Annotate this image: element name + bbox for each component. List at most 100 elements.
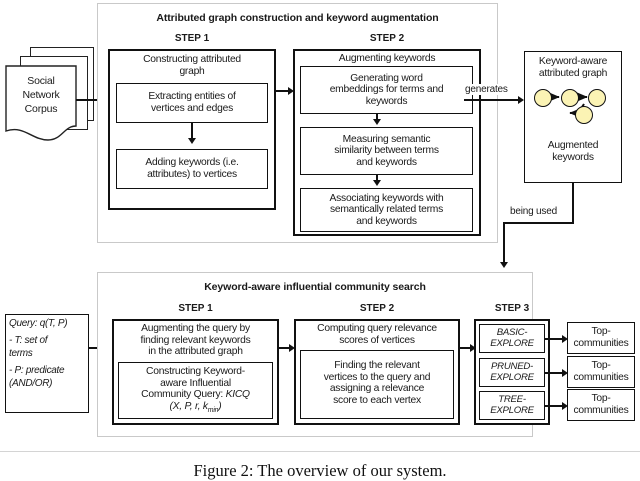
top-step1-subbox-2-line1: Adding keywords (i.e. [145, 157, 239, 169]
top-panel-title: Attributed graph construction and keywor… [156, 12, 439, 24]
top-step1-subbox-1-line2: vertices and edges [151, 103, 233, 114]
bottom-step1-subbox-line3: Community Query: KICQ [119, 389, 272, 401]
output-top-communities-3: Top- communities [567, 389, 635, 421]
algorithm-pruned-explore[interactable]: PRUNED- EXPLORE [479, 358, 545, 387]
query-title: Query: q(T, P) [9, 318, 87, 330]
top-step2-connector-2-line [376, 175, 378, 183]
bottom-step2-heading-line2: scores of vertices [339, 334, 415, 346]
graph-node-4 [575, 106, 593, 124]
algorithm-basic-explore[interactable]: BASIC- EXPLORE [479, 324, 545, 353]
kicq-acronym: KICQ [225, 389, 250, 401]
arrow-pruned-to-output-line [545, 372, 565, 374]
graph-glyph [530, 84, 616, 130]
top-step2-subbox-2-line1: Measuring semantic [342, 133, 431, 145]
arrow-tree-to-output-head [562, 401, 568, 410]
graph-node-2 [561, 89, 579, 107]
algorithm-tree-explore-line1: TREE- [498, 393, 526, 405]
corpus-label-line1: Social [27, 75, 55, 87]
algorithm-basic-explore-line1: BASIC- [496, 326, 528, 338]
arrow-basic-to-output-line [545, 338, 565, 340]
query-title-text: Query: q(T, P) [9, 318, 68, 329]
graph-box-footer-line2: keywords [552, 151, 594, 163]
arrow-corpus-to-step1-line [76, 99, 102, 101]
top-step2-subbox-2: Measuring semantic similarity between te… [300, 127, 473, 175]
query-bullet-terms-line2: terms [9, 347, 33, 359]
arrow-being-used-seg2 [503, 222, 574, 224]
graph-node-3 [588, 89, 606, 107]
arrow-generates-line [464, 99, 520, 101]
arrow-generates-head [518, 95, 524, 104]
bottom-step2-subbox-line2: vertices to the query and [323, 371, 431, 383]
arrow-bottom-step2-to-step3-line [460, 347, 473, 349]
top-step2-subbox-1-line1: Generating word [350, 72, 423, 84]
arrow-basic-to-output-head [562, 334, 568, 343]
bottom-step2-subbox-text: Finding the relevant vertices to the que… [301, 360, 453, 406]
top-step2-subbox-2-line2: similarity between terms [334, 145, 439, 157]
kicq-prefix: Community Query: [141, 389, 226, 401]
bottom-step1-subbox-text: Constructing Keyword- aware Influential … [119, 366, 272, 416]
top-step1-subbox-1-line1: Extracting entities of [148, 91, 236, 103]
top-step2-connector-1-line [376, 114, 378, 122]
arrow-bottom-step1-to-step2-head [289, 343, 295, 352]
arrow-pruned-to-output-head [562, 368, 568, 377]
output-1-line1: Top- [591, 326, 611, 338]
doc-sheet-front-shape [5, 65, 77, 141]
arrow-being-used-seg1 [572, 183, 574, 223]
corpus-label-line3: Corpus [24, 103, 58, 115]
query-box-content: Query: q(T, P) - T: set of terms - P: pr… [9, 318, 87, 390]
output-2-line2: communities [573, 372, 629, 383]
graph-box-footer-line1: Augmented [547, 140, 599, 151]
arrow-bottom-step1-to-step2-line [279, 347, 292, 349]
algorithm-tree-explore[interactable]: TREE- EXPLORE [479, 391, 545, 420]
output-top-communities-1: Top- communities [567, 322, 635, 354]
output-top-communities-2: Top- communities [567, 356, 635, 388]
graph-node-1 [534, 89, 552, 107]
bottom-step1-subbox-line1: Constructing Keyword- [146, 366, 245, 377]
bottom-step2-subbox-line3: assigning a relevance [329, 383, 425, 395]
graph-box-title-line2: attributed graph [538, 67, 608, 79]
output-1-line2: communities [573, 338, 629, 349]
top-step1-heading-line1: Constructing attributed [143, 54, 241, 65]
graph-box-title-line1: Keyword-aware [538, 56, 608, 67]
top-step1-heading: Constructing attributed graph [112, 54, 272, 77]
query-bullet-terms-line1: - T: set of [9, 335, 48, 347]
bottom-step1-heading-line2: finding relevant keywords [140, 334, 251, 346]
graph-box-title: Keyword-aware attributed graph [526, 56, 620, 79]
top-step2-heading: Augmenting keywords [338, 53, 436, 64]
top-step1-label: STEP 1 [174, 33, 210, 44]
top-step2-subbox-1-line2: embeddings for terms and [329, 84, 444, 96]
top-step2-subbox-1-line3: keywords [365, 95, 408, 107]
query-bullet-predicate-line2: (AND/OR) [9, 377, 53, 389]
top-step1-subbox-2-line2: attributes) to vertices [147, 169, 237, 180]
bottom-step2-label: STEP 2 [359, 303, 395, 314]
top-step2-subbox-3-line1: Associating keywords with [329, 192, 444, 204]
arrow-tree-to-output-line [545, 405, 565, 407]
corpus-label-line2: Network [22, 89, 60, 101]
query-bullet-predicate: - P: predicate (AND/OR) [9, 365, 87, 390]
arrow-bottom-step2-to-step3-head [470, 343, 476, 352]
top-step2-connector-1-head [372, 119, 381, 125]
top-step2-subbox-3-line2: semantically related terms [329, 204, 444, 216]
bottom-step1-heading: Augmenting the query by finding relevant… [114, 323, 277, 358]
bottom-step1-subbox: Constructing Keyword- aware Influential … [118, 362, 273, 419]
bottom-panel-title: Keyword-aware influential community sear… [204, 281, 426, 293]
top-step2-subbox-3-line3: and keywords [356, 215, 417, 227]
top-step1-connector-head [187, 138, 196, 144]
graph-box-footer: Augmented keywords [526, 140, 620, 163]
kicq-params: (X, P, r, k [169, 400, 209, 412]
figure-caption: Figure 2: The overview of our system. [193, 461, 447, 480]
arrow-being-used-seg3 [503, 222, 505, 266]
top-step2-subbox-3: Associating keywords with semantically r… [300, 188, 473, 232]
top-step2-subbox-2-line3: and keywords [356, 156, 417, 168]
arrow-being-used-head [500, 262, 508, 268]
kicq-params-sub: min [207, 406, 219, 414]
query-bullet-predicate-line1: - P: predicate [9, 365, 65, 377]
bottom-step2-subbox-line1: Finding the relevant [334, 360, 420, 371]
bottom-step1-subbox-line4: (X, P, r, kmin) [119, 401, 272, 417]
bottom-step1-heading-line3: in the attributed graph [148, 346, 243, 358]
top-step2-label: STEP 2 [369, 33, 405, 44]
top-step1-connector-line [191, 123, 193, 141]
output-2-line1: Top- [591, 360, 611, 372]
bottom-step2-subbox-line4: score to each vertex [333, 394, 421, 406]
